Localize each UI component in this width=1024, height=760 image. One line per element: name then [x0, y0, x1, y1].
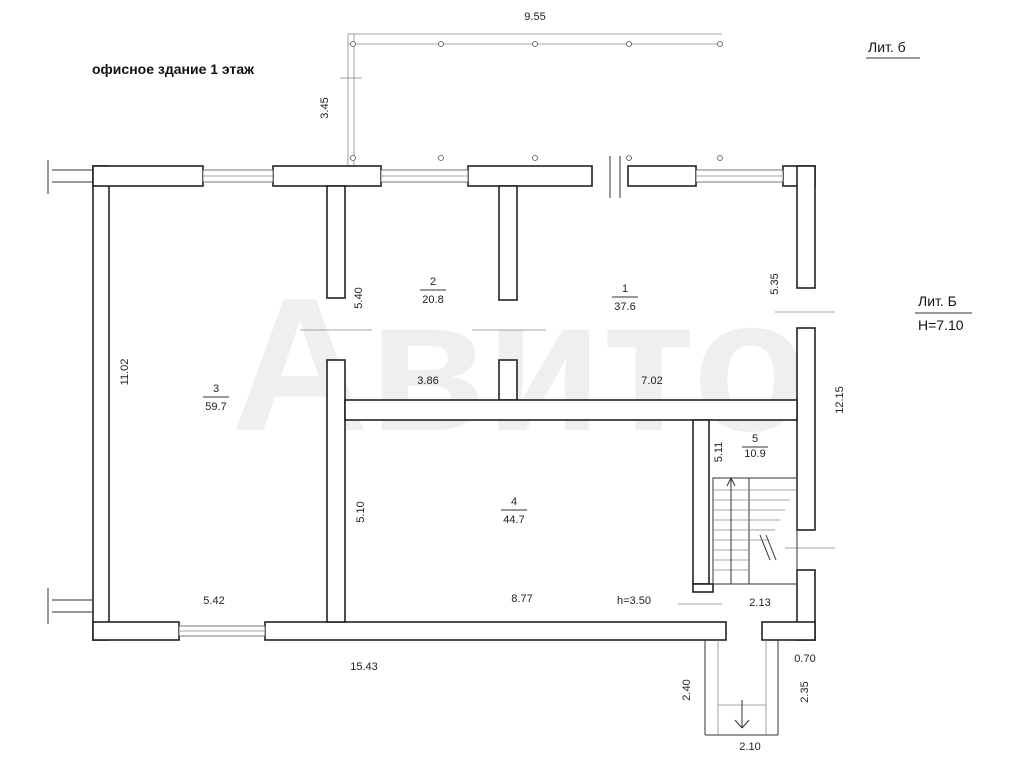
- dim-stair-left: 2.40: [681, 679, 693, 700]
- plan-title: офисное здание 1 этаж: [92, 61, 255, 77]
- room-area: 44.7: [503, 514, 524, 526]
- lit-big-label: Лит. Б: [918, 293, 957, 309]
- room-number: 1: [622, 283, 628, 295]
- left-ties: [47, 160, 93, 624]
- dim-r1-height: 5.35: [769, 273, 781, 294]
- room-area: 37.6: [614, 301, 635, 313]
- canopy: [340, 33, 723, 170]
- lit-small-label: Лит. б: [868, 39, 906, 55]
- room-number: 5: [752, 433, 758, 445]
- dim-r3-width: 5.42: [203, 595, 224, 607]
- walls: [92, 165, 816, 641]
- dim-left-total: 11.02: [119, 359, 131, 386]
- dim-r4-width: 8.77: [511, 593, 532, 605]
- dim-r4-height: 5.10: [355, 501, 367, 522]
- room-1: 1 37.6: [612, 283, 638, 313]
- dim-r5-height: 5.11: [713, 442, 725, 463]
- room-number: 4: [511, 496, 517, 508]
- dim-left-canopy: 3.45: [319, 97, 331, 118]
- room-number: 2: [430, 276, 436, 288]
- dim-r2-height: 5.40: [353, 287, 365, 308]
- dim-stair-width: 2.10: [739, 741, 760, 753]
- room-2: 2 20.8: [420, 276, 446, 306]
- door-marks: [300, 311, 835, 605]
- height-label: H=7.10: [918, 317, 964, 333]
- stairs: [712, 476, 798, 585]
- dimensions: 9.55 3.45 11.02 5.40 3.86 7.02 5.35 12.1…: [119, 11, 846, 753]
- dim-bottom-total: 15.43: [350, 661, 378, 673]
- room-4: 4 44.7: [501, 496, 527, 526]
- dim-porch-width: 2.13: [749, 597, 770, 609]
- room-5: 5 10.9: [742, 433, 768, 460]
- dim-r1-width: 7.02: [641, 375, 662, 387]
- room-area: 59.7: [205, 401, 226, 413]
- room-number: 3: [213, 383, 219, 395]
- room-3: 3 59.7: [203, 383, 229, 413]
- dim-r2-width: 3.86: [417, 375, 438, 387]
- dim-right-total: 12.15: [834, 386, 846, 414]
- dim-porch-side: 0.70: [794, 653, 815, 665]
- watermark: Авито: [231, 259, 808, 471]
- room-area: 10.9: [744, 448, 765, 460]
- dim-stair-right: 2.35: [799, 681, 811, 702]
- room-area: 20.8: [422, 294, 443, 306]
- dim-r4-ceiling: h=3.50: [617, 595, 651, 607]
- windows: [178, 156, 784, 637]
- porch: [704, 640, 779, 736]
- dim-top: 9.55: [524, 11, 545, 23]
